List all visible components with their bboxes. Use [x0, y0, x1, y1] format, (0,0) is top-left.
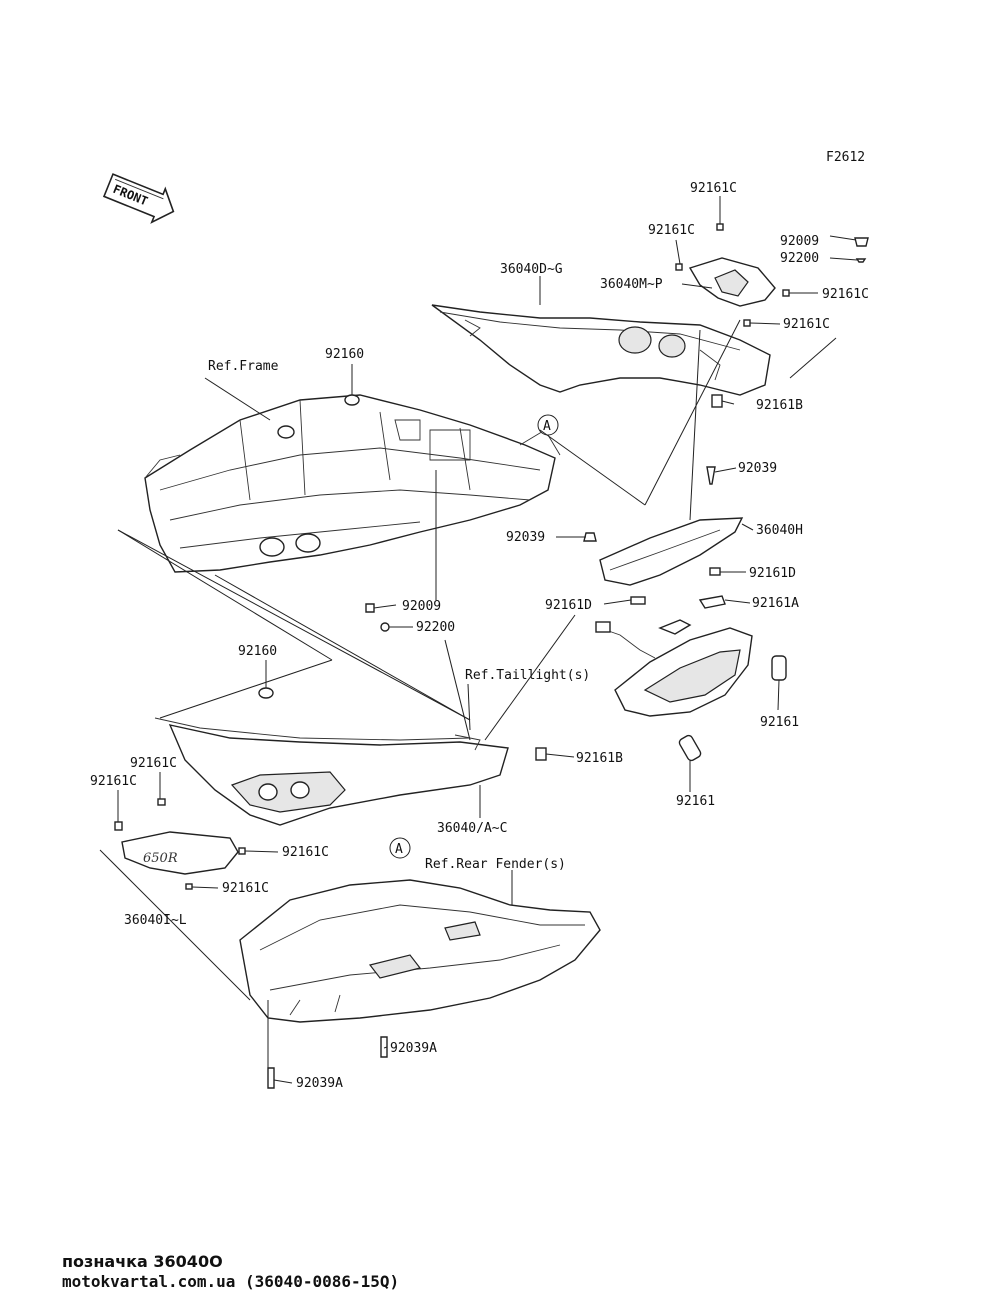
- label-92039-b: 92039: [506, 530, 545, 545]
- watermark-site: motokvartal.com.ua (36040-0086-15Q): [62, 1272, 400, 1291]
- taillight-cover: [599, 517, 744, 586]
- label-36040h: 36040H: [756, 523, 803, 538]
- label-ref-frame: Ref.Frame: [208, 359, 279, 374]
- label-36040-a-c: 36040/A~C: [437, 821, 507, 836]
- label-92161c-a: 92161C: [690, 181, 737, 196]
- label-92039-a: 92039: [738, 461, 777, 476]
- label-92009-b: 92009: [402, 599, 441, 614]
- label-92161c-b: 92161C: [648, 223, 695, 238]
- label-92200-a: 92200: [780, 251, 819, 266]
- label-92161d-b: 92161D: [545, 598, 592, 613]
- label-92160-b: 92160: [238, 644, 277, 659]
- label-36040i-l: 36040I~L: [124, 913, 187, 928]
- leader-lines: [99, 196, 858, 1084]
- label-92161-b: 92161: [676, 794, 715, 809]
- label-ref-taillight: Ref.Taillight(s): [465, 668, 590, 683]
- label-92161c-g: 92161C: [282, 845, 329, 860]
- front-arrow-icon: FRONT: [102, 173, 175, 224]
- label-92039a-a: 92039A: [390, 1041, 437, 1056]
- label-92161c-c: 92161C: [822, 287, 869, 302]
- label-92161-a: 92161: [760, 715, 799, 730]
- decal-text: 650R: [143, 851, 178, 866]
- part-labels: 92161C 92161C 92009 92200 36040D~G 36040…: [90, 181, 869, 1091]
- watermark-part-code: позначка 36040O: [62, 1252, 223, 1271]
- label-92009-a: 92009: [780, 234, 819, 249]
- label-36040m-p: 36040M~P: [600, 277, 663, 292]
- label-92161c-h: 92161C: [222, 881, 269, 896]
- label-36040d-g: 36040D~G: [500, 262, 563, 277]
- callout-a-upper-text: A: [543, 419, 551, 434]
- hardware-parts: [114, 223, 869, 1089]
- label-92161b-a: 92161B: [756, 398, 803, 413]
- upper-seat-cowl: [431, 304, 771, 396]
- label-92161c-d: 92161C: [783, 317, 830, 332]
- label-92161c-e: 92161C: [130, 756, 177, 771]
- side-panel-decal: 650R: [121, 831, 239, 875]
- figure-code: F2612: [826, 150, 865, 165]
- label-92161c-f: 92161C: [90, 774, 137, 789]
- label-92200-b: 92200: [416, 620, 455, 635]
- label-92161b-b: 92161B: [576, 751, 623, 766]
- side-cover: [154, 717, 509, 826]
- label-92161d-a: 92161D: [749, 566, 796, 581]
- rear-fender: [239, 879, 601, 1023]
- taillight: [595, 595, 787, 762]
- callout-a-lower: A: [389, 837, 411, 859]
- callout-a-lower-text: A: [395, 842, 403, 857]
- frame-assembly: [144, 394, 561, 573]
- callout-a-upper: A: [537, 414, 559, 436]
- label-ref-rear-fender: Ref.Rear Fender(s): [425, 857, 566, 872]
- label-92160-a: 92160: [325, 347, 364, 362]
- label-92039a-b: 92039A: [296, 1076, 343, 1091]
- tail-cover: [688, 257, 776, 307]
- label-92161a: 92161A: [752, 596, 799, 611]
